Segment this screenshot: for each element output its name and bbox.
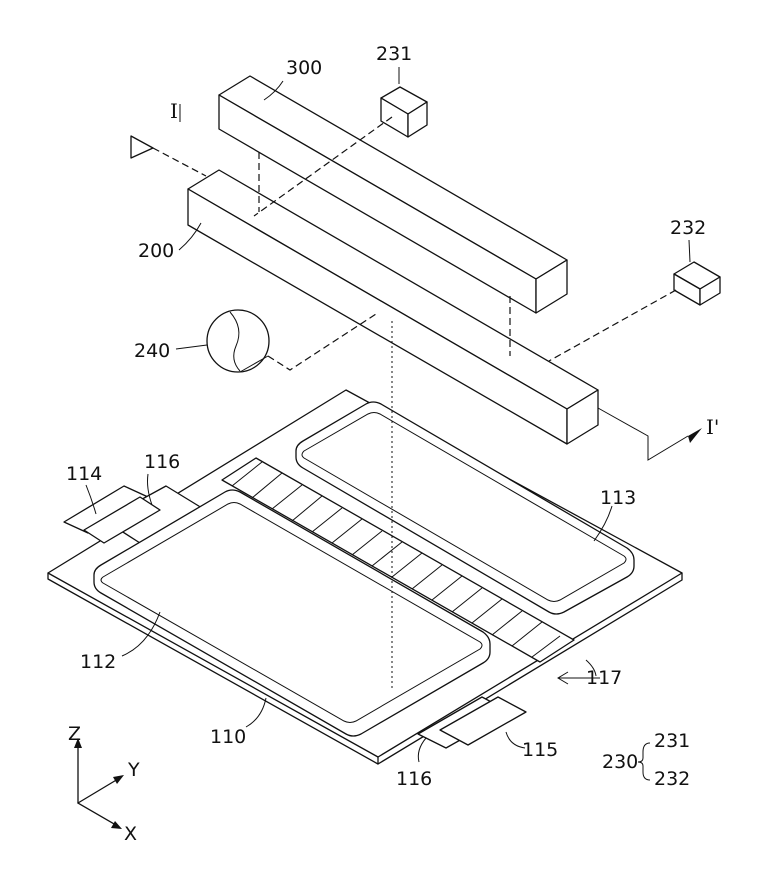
label-112: 112 bbox=[80, 651, 116, 673]
label-300: 300 bbox=[286, 57, 322, 79]
label-114: 114 bbox=[66, 463, 102, 485]
label-230-232: 232 bbox=[654, 768, 690, 790]
label-230-231: 231 bbox=[654, 730, 690, 752]
label-113: 113 bbox=[600, 487, 636, 509]
label-117: 117 bbox=[586, 667, 622, 689]
section-line bbox=[131, 104, 702, 460]
label-section-start: I bbox=[170, 99, 178, 123]
label-axis-x: X bbox=[124, 823, 137, 845]
label-axis-y: Y bbox=[127, 759, 140, 781]
axis-triad bbox=[74, 738, 124, 829]
light-sensor-232 bbox=[674, 262, 720, 305]
label-115: 115 bbox=[522, 739, 558, 761]
brace-230 bbox=[638, 743, 650, 780]
label-230: 230 bbox=[602, 751, 638, 773]
label-116-bottom: 116 bbox=[396, 768, 432, 790]
light-source-231 bbox=[381, 87, 427, 137]
label-110: 110 bbox=[210, 726, 246, 748]
label-240: 240 bbox=[134, 340, 170, 362]
label-231: 231 bbox=[376, 43, 412, 65]
label-200: 200 bbox=[138, 240, 174, 262]
label-section-end: I' bbox=[706, 415, 719, 439]
label-axis-z: Z bbox=[68, 723, 81, 745]
label-232: 232 bbox=[670, 217, 706, 239]
label-116-top: 116 bbox=[144, 451, 180, 473]
